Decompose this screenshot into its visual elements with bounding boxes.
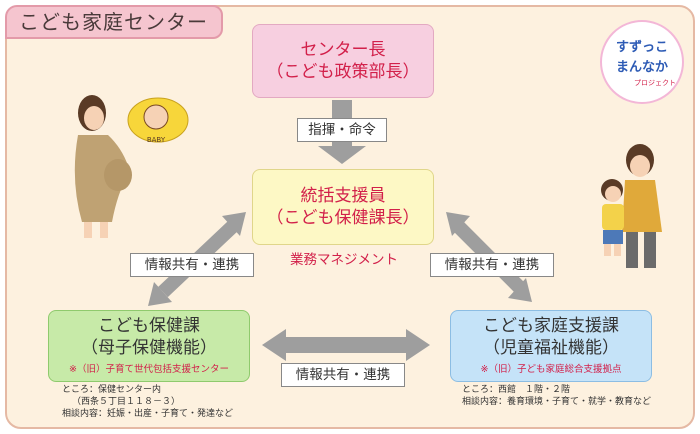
child-health-location: ところ：保健センター内 bbox=[62, 385, 162, 395]
share-arrow-bottom bbox=[262, 329, 430, 361]
page-title: こども家庭センター bbox=[5, 5, 223, 39]
child-health-note: ※（旧）子育て世代包括支援センター bbox=[69, 364, 229, 375]
baby-bubble-illustration: BABY bbox=[127, 97, 189, 144]
share-label-left: 情報共有・連携 bbox=[130, 253, 254, 277]
family-support-location: ところ：西館 １階・２階 bbox=[462, 385, 571, 395]
family-support-info: ところ：西館 １階・２階 相談内容：養育環境・子育て・就学・教育など bbox=[462, 384, 651, 408]
share-label-bottom: 情報共有・連携 bbox=[281, 363, 405, 387]
logo-line2: まんなか bbox=[615, 60, 668, 75]
command-label: 指揮・命令 bbox=[297, 118, 387, 142]
child-health-info: ところ：保健センター内 （西条５丁目１１８－３） 相談内容：妊娠・出産・子育て・… bbox=[62, 384, 233, 420]
family-support-consultation: 相談内容：養育環境・子育て・就学・教育など bbox=[462, 397, 652, 407]
family-support-title: こども家庭支援課 bbox=[483, 316, 619, 336]
logo-line1: すずっこ bbox=[615, 40, 668, 55]
coordinator-title: 統括支援員 bbox=[300, 186, 386, 206]
center-director-title: センター長 bbox=[300, 40, 386, 60]
child-health-title: こども保健課 bbox=[98, 316, 200, 336]
child-health-box: こども保健課 （母子保健機能） ※（旧）子育て世代包括支援センター bbox=[48, 310, 250, 382]
child-health-consultation: 相談内容：妊娠・出産・子育て・発達など bbox=[62, 409, 234, 419]
family-support-function: （児童福祉機能） bbox=[483, 338, 619, 358]
center-director-role: （こども政策部長） bbox=[266, 62, 420, 82]
logo-line3: プロジェクト bbox=[634, 79, 676, 87]
management-label: 業務マネジメント bbox=[290, 252, 398, 268]
share-label-right: 情報共有・連携 bbox=[430, 253, 554, 277]
baby-text: BABY bbox=[147, 136, 166, 144]
pregnant-woman-illustration bbox=[74, 95, 132, 238]
center-director-box: センター長 （こども政策部長） bbox=[252, 24, 434, 98]
coordinator-box: 統括支援員 （こども保健課長） bbox=[252, 169, 434, 245]
child-health-address: （西条５丁目１１８－３） bbox=[72, 397, 181, 407]
child-health-function: （母子保健機能） bbox=[81, 338, 217, 358]
coordinator-role: （こども保健課長） bbox=[266, 208, 420, 228]
project-logo: すずっこ まんなか プロジェクト bbox=[600, 20, 684, 104]
family-support-box: こども家庭支援課 （児童福祉機能） ※（旧）子ども家庭総合支援拠点 bbox=[450, 310, 652, 382]
parent-child-illustration bbox=[601, 144, 662, 268]
family-support-note: ※（旧）子ども家庭総合支援拠点 bbox=[480, 364, 622, 375]
